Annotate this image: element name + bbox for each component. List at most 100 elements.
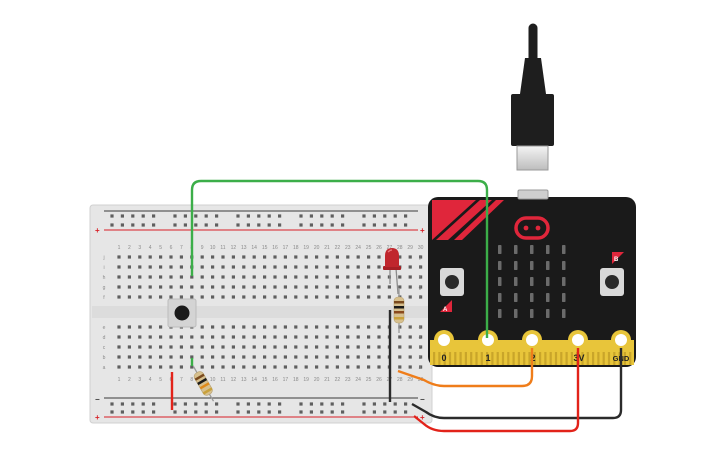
- breadboard-hole[interactable]: [200, 335, 204, 339]
- breadboard-hole[interactable]: [211, 255, 215, 259]
- rail-hole[interactable]: [309, 410, 313, 414]
- breadboard-hole[interactable]: [377, 255, 381, 259]
- breadboard-hole[interactable]: [304, 355, 308, 359]
- breadboard-hole[interactable]: [242, 255, 246, 259]
- breadboard-hole[interactable]: [398, 345, 402, 349]
- breadboard-hole[interactable]: [419, 325, 423, 329]
- rail-hole[interactable]: [257, 410, 261, 414]
- breadboard-hole[interactable]: [346, 255, 350, 259]
- breadboard-hole[interactable]: [356, 295, 360, 299]
- breadboard-hole[interactable]: [159, 355, 163, 359]
- breadboard-hole[interactable]: [346, 355, 350, 359]
- rail-hole[interactable]: [341, 410, 345, 414]
- breadboard-hole[interactable]: [315, 295, 319, 299]
- breadboard-hole[interactable]: [190, 285, 194, 289]
- rail-hole[interactable]: [120, 223, 124, 227]
- breadboard-hole[interactable]: [127, 275, 131, 279]
- breadboard-hole[interactable]: [211, 335, 215, 339]
- breadboard-hole[interactable]: [231, 265, 235, 269]
- breadboard-hole[interactable]: [325, 335, 329, 339]
- breadboard-hole[interactable]: [377, 285, 381, 289]
- breadboard-hole[interactable]: [367, 285, 371, 289]
- rail-hole[interactable]: [309, 214, 313, 218]
- breadboard-hole[interactable]: [200, 285, 204, 289]
- rail-hole[interactable]: [183, 402, 187, 406]
- rail-hole[interactable]: [404, 223, 408, 227]
- rail-hole[interactable]: [267, 402, 271, 406]
- breadboard-hole[interactable]: [304, 325, 308, 329]
- rail-hole[interactable]: [131, 410, 135, 414]
- breadboard-hole[interactable]: [190, 365, 194, 369]
- breadboard-hole[interactable]: [138, 255, 142, 259]
- breadboard-hole[interactable]: [231, 295, 235, 299]
- rail-hole[interactable]: [404, 410, 408, 414]
- breadboard-hole[interactable]: [335, 285, 339, 289]
- breadboard-hole[interactable]: [294, 355, 298, 359]
- breadboard-hole[interactable]: [252, 295, 256, 299]
- breadboard-hole[interactable]: [138, 365, 142, 369]
- breadboard-hole[interactable]: [127, 265, 131, 269]
- rail-hole[interactable]: [141, 223, 145, 227]
- wire-red-3v-to-rail[interactable]: [413, 348, 580, 433]
- rail-hole[interactable]: [194, 214, 198, 218]
- pin-1-pad[interactable]: 1: [478, 330, 498, 363]
- breadboard-hole[interactable]: [231, 345, 235, 349]
- breadboard-hole[interactable]: [190, 275, 194, 279]
- breadboard-hole[interactable]: [419, 295, 423, 299]
- breadboard-hole[interactable]: [419, 265, 423, 269]
- breadboard-hole[interactable]: [221, 355, 225, 359]
- rail-hole[interactable]: [204, 402, 208, 406]
- breadboard-hole[interactable]: [273, 335, 277, 339]
- breadboard-hole[interactable]: [408, 335, 412, 339]
- rail-hole[interactable]: [362, 402, 366, 406]
- rail-hole[interactable]: [257, 214, 261, 218]
- breadboard-hole[interactable]: [346, 345, 350, 349]
- rail-hole[interactable]: [299, 223, 303, 227]
- breadboard-hole[interactable]: [117, 325, 121, 329]
- rail-hole[interactable]: [110, 402, 114, 406]
- breadboard-hole[interactable]: [367, 275, 371, 279]
- breadboard-hole[interactable]: [377, 265, 381, 269]
- breadboard-hole[interactable]: [190, 355, 194, 359]
- rail-hole[interactable]: [110, 214, 114, 218]
- breadboard-hole[interactable]: [127, 345, 131, 349]
- rail-hole[interactable]: [383, 402, 387, 406]
- rail-hole[interactable]: [341, 214, 345, 218]
- rail-hole[interactable]: [120, 214, 124, 218]
- breadboard-hole[interactable]: [315, 265, 319, 269]
- breadboard-hole[interactable]: [294, 265, 298, 269]
- breadboard-hole[interactable]: [127, 335, 131, 339]
- breadboard-hole[interactable]: [315, 255, 319, 259]
- rail-hole[interactable]: [173, 410, 177, 414]
- breadboard-hole[interactable]: [294, 335, 298, 339]
- breadboard-hole[interactable]: [408, 265, 412, 269]
- rail-hole[interactable]: [278, 214, 282, 218]
- breadboard-hole[interactable]: [408, 295, 412, 299]
- breadboard-hole[interactable]: [398, 365, 402, 369]
- breadboard-hole[interactable]: [273, 275, 277, 279]
- breadboard-hole[interactable]: [377, 365, 381, 369]
- rail-hole[interactable]: [404, 214, 408, 218]
- breadboard-hole[interactable]: [127, 255, 131, 259]
- rail-hole[interactable]: [173, 402, 177, 406]
- rail-hole[interactable]: [320, 402, 324, 406]
- breadboard-hole[interactable]: [117, 295, 121, 299]
- breadboard-hole[interactable]: [273, 325, 277, 329]
- breadboard-hole[interactable]: [346, 285, 350, 289]
- breadboard-hole[interactable]: [294, 345, 298, 349]
- rail-hole[interactable]: [246, 223, 250, 227]
- rail-hole[interactable]: [362, 223, 366, 227]
- rail-hole[interactable]: [267, 223, 271, 227]
- rail-hole[interactable]: [120, 410, 124, 414]
- breadboard-hole[interactable]: [283, 255, 287, 259]
- rail-hole[interactable]: [330, 223, 334, 227]
- breadboard-hole[interactable]: [325, 325, 329, 329]
- breadboard-hole[interactable]: [304, 295, 308, 299]
- breadboard-hole[interactable]: [179, 355, 183, 359]
- breadboard-hole[interactable]: [190, 335, 194, 339]
- breadboard-hole[interactable]: [273, 365, 277, 369]
- breadboard-hole[interactable]: [190, 345, 194, 349]
- red-led[interactable]: [383, 248, 401, 295]
- breadboard-hole[interactable]: [367, 295, 371, 299]
- breadboard-hole[interactable]: [252, 345, 256, 349]
